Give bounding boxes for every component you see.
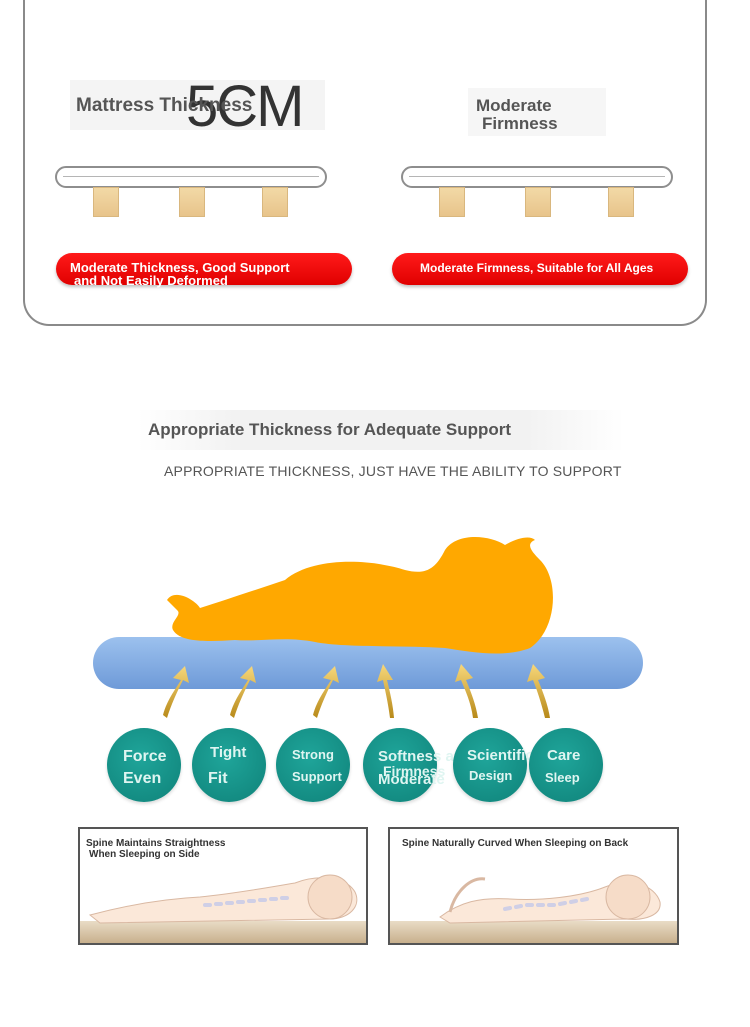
side-sleep-photo: Spine Maintains Straightness When Sleepi… bbox=[78, 827, 368, 945]
feature-label: Fit bbox=[208, 770, 228, 787]
right-feature-pill: Moderate Firmness, Suitable for All Ages bbox=[392, 253, 688, 285]
feature-tight-fit: Tight Fit bbox=[192, 728, 266, 802]
feature-label: Design bbox=[469, 768, 513, 783]
right-title-backdrop bbox=[468, 88, 606, 136]
baby-silhouette bbox=[167, 536, 553, 654]
mattress-surface bbox=[80, 921, 366, 943]
feature-label: Moderate bbox=[378, 771, 445, 788]
baby-support-illustration bbox=[93, 536, 643, 718]
feature-force-even: Force Even bbox=[107, 728, 181, 802]
left-title-backdrop bbox=[70, 80, 325, 130]
caption-line2: When Sleeping on Side bbox=[89, 849, 200, 860]
feature-label: Softness and bbox=[378, 748, 473, 765]
pill-text-line1: Moderate Thickness, Good Support bbox=[70, 260, 290, 275]
slat bbox=[93, 187, 119, 217]
mattress-board-left bbox=[55, 166, 327, 188]
feature-scientific-design: Scientific Design bbox=[453, 728, 534, 802]
caption-line1: Spine Maintains Straightness bbox=[86, 838, 226, 849]
feature-label: Even bbox=[123, 770, 162, 787]
feature-label: Scientific bbox=[467, 747, 534, 764]
slat bbox=[525, 187, 551, 217]
feature-label: Force bbox=[123, 748, 167, 765]
right-title-line2: Firmness bbox=[482, 114, 558, 133]
feature-label: Strong bbox=[292, 747, 334, 762]
feature-label: Sleep bbox=[545, 770, 580, 785]
thickness-value: 5CM bbox=[186, 74, 304, 139]
feature-label: Tight bbox=[210, 744, 247, 761]
left-feature-pill: Moderate Thickness, Good Support and Not… bbox=[56, 253, 352, 288]
mattress-board-right bbox=[401, 166, 673, 188]
section-subtitle: APPROPRIATE THICKNESS, JUST HAVE THE ABI… bbox=[164, 463, 622, 479]
slat bbox=[608, 187, 634, 217]
support-arrows bbox=[163, 664, 550, 718]
side-sleep-caption: Spine Maintains Straightness When Sleepi… bbox=[86, 838, 225, 860]
feature-label: Care bbox=[547, 747, 581, 764]
side-sleeping-baby-icon bbox=[88, 874, 358, 924]
slat bbox=[262, 187, 288, 217]
feature-softness-firmness: Softness and Firmness Moderate bbox=[363, 728, 472, 802]
left-panel-title: Mattress Thickness bbox=[76, 95, 253, 116]
feature-card bbox=[23, 0, 707, 326]
section-title: Appropriate Thickness for Adequate Suppo… bbox=[148, 420, 512, 439]
right-panel-title: Moderate Firmness bbox=[476, 97, 558, 133]
pill-text-line2: and Not Easily Deformed bbox=[74, 273, 228, 288]
feature-care-sleep: Care Sleep bbox=[529, 728, 603, 802]
pill-text: Moderate Firmness, Suitable for All Ages bbox=[420, 261, 654, 275]
mattress-surface bbox=[390, 921, 677, 943]
back-sleeping-baby-icon bbox=[439, 874, 661, 924]
section-title-backdrop bbox=[138, 410, 624, 450]
feature-strong-support: Strong Support bbox=[276, 728, 350, 802]
slat bbox=[439, 187, 465, 217]
feature-label: Firmness bbox=[383, 763, 446, 779]
slat bbox=[179, 187, 205, 217]
back-sleep-photo: Spine Naturally Curved When Sleeping on … bbox=[388, 827, 679, 945]
right-title-line1: Moderate bbox=[476, 96, 552, 115]
back-sleep-caption: Spine Naturally Curved When Sleeping on … bbox=[402, 838, 629, 849]
feature-label: Support bbox=[292, 769, 342, 784]
